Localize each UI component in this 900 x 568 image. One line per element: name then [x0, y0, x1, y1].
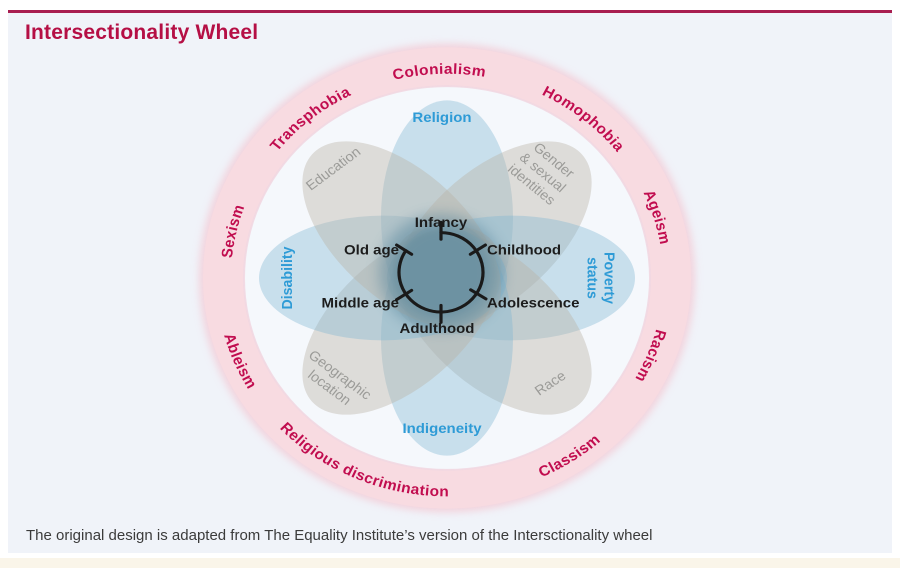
- petal-label-line: Disability: [280, 246, 296, 310]
- center-shade-inner: [395, 228, 487, 316]
- petal-label-disability: Disability: [280, 246, 296, 310]
- stage-label-middle-age: Middle age: [322, 296, 399, 312]
- lifecycle-tick: [468, 243, 487, 256]
- petal-label-line: Religion: [412, 111, 471, 127]
- stage-label-childhood: Childhood: [487, 243, 561, 259]
- stage-label-adulthood: Adulthood: [400, 321, 475, 337]
- stage-label-old-age: Old age: [344, 243, 399, 259]
- lifecycle-tick: [395, 243, 414, 256]
- petal-label-indigeneity: Indigeneity: [402, 421, 482, 437]
- wheel-root: ColonialismHomophobiaAgeismRacismClassis…: [199, 43, 695, 513]
- petal-label-line: Indigeneity: [402, 421, 482, 437]
- caption: The original design is adapted from The …: [26, 527, 653, 544]
- bottom-strip: [0, 558, 900, 568]
- stage-label-infancy: Infancy: [415, 215, 468, 231]
- petal-label-poverty-status: Povertystatus: [583, 252, 616, 305]
- page-title: Intersectionality Wheel: [25, 21, 259, 44]
- top-rule: [8, 10, 892, 13]
- lifecycle-tick: [469, 288, 488, 301]
- ring-band: [203, 47, 691, 509]
- petal-label-line: status: [583, 257, 599, 299]
- petal-label-line: Poverty: [600, 252, 616, 305]
- lifecycle-arc: [397, 231, 485, 314]
- lifecycle-tick: [395, 288, 414, 302]
- petal-label-religion: Religion: [412, 111, 471, 127]
- stage-label-adolescence: Adolescence: [487, 296, 579, 312]
